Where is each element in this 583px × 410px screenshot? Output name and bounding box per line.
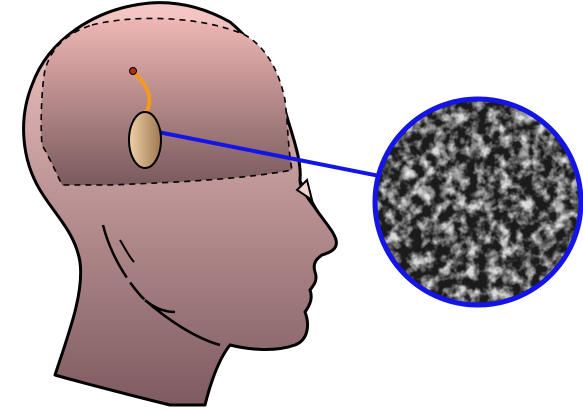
lead-wire-tip — [130, 68, 137, 75]
implant-capsule — [129, 112, 161, 168]
brain-region-outline — [41, 18, 292, 185]
